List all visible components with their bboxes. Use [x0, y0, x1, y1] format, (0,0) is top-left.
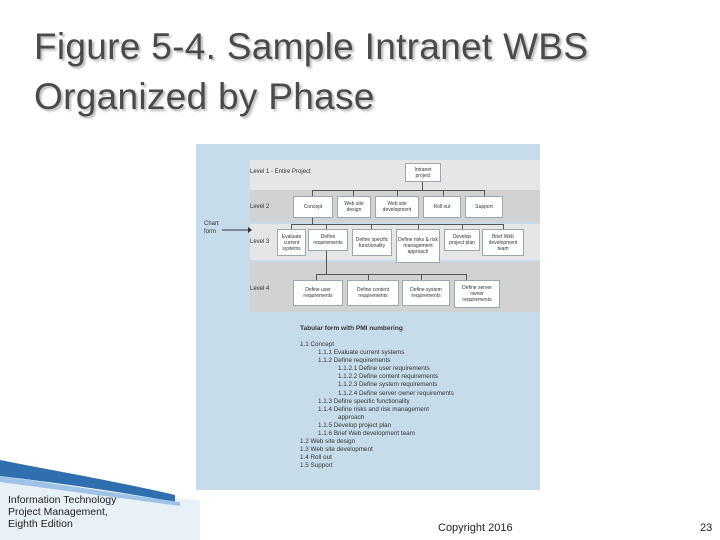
footer-line-1: Information Technology — [8, 494, 117, 506]
level-1-line-1: Intranet — [414, 166, 432, 173]
wbs-box-define-server-owner-requirements: Define server owner requirements — [454, 280, 500, 308]
tab-item: 1.3 Web site development — [300, 446, 373, 454]
footer-wave-graphic — [0, 460, 200, 540]
tab-item: 1.1.5 Develop project plan — [318, 421, 392, 429]
level-3-label: Level 3 — [250, 239, 270, 245]
level-1-band — [250, 160, 540, 190]
wbs-box-web-site-design: Web site design — [337, 196, 371, 218]
wbs-figure: Level 1 - Entire Project Level 2 Level 3… — [196, 144, 540, 490]
tab-item: 1.1.2 Define requirements — [318, 357, 391, 365]
wbs-box-define-system-requirements: Define system requirements — [402, 280, 450, 306]
footer-book-info: Information Technology Project Managemen… — [8, 494, 116, 530]
tab-item: 1.1.2.1 Define user requirements — [338, 365, 430, 373]
chart-arrow-icon — [222, 227, 252, 233]
wbs-box-evaluate-current-systems: Evaluate current systems — [277, 229, 306, 256]
chart-form-label: Chart form — [204, 220, 219, 236]
wbs-box-define-requirements: Define requirements — [308, 229, 348, 251]
tab-item: 1.2 Web site design — [300, 438, 356, 446]
wbs-box-develop-project-plan: Develop project plan — [444, 229, 480, 251]
wbs-box-support: Support — [465, 196, 503, 218]
wbs-box-intranet-project: Intranet project — [405, 163, 441, 182]
tab-item: 1.5 Support — [300, 462, 333, 470]
wbs-box-define-user-requirements: Define user requirements — [293, 280, 343, 306]
wbs-box-roll-out: Roll out — [423, 196, 461, 218]
footer-line-2: Project Management, — [8, 506, 108, 518]
tab-item: 1.1.2.2 Define content requirements — [338, 373, 439, 381]
tab-item: 1.1.1 Evaluate current systems — [318, 349, 405, 357]
level-4-label: Level 4 — [250, 286, 270, 292]
tab-item: 1.1.3 Define specific functionality — [318, 397, 410, 405]
tab-item: 1.1.6 Brief Web development team — [318, 430, 415, 438]
level-1-label: Level 1 - Entire Project — [250, 169, 311, 175]
wbs-box-define-specific-functionality: Define specific functionality — [352, 229, 392, 256]
wbs-box-concept: Concept — [293, 196, 333, 218]
footer-copyright: Copyright 2016 — [438, 522, 513, 534]
slide-title: Figure 5-4. Sample Intranet WBS Organize… — [34, 26, 589, 117]
tab-item: 1.1.2.3 Define system requirements — [338, 381, 438, 389]
tabular-form-list: 1.1 Concept 1.1.1 Evaluate current syste… — [300, 341, 454, 471]
page-number: 23 — [700, 522, 713, 534]
tab-item: 1.1.2.4 Define server owner requirements — [338, 389, 454, 397]
chart-label-line-1: Chart — [204, 221, 219, 227]
chart-label-line-2: form — [204, 229, 216, 235]
tab-item: 1.4 Roll out — [300, 454, 332, 462]
tab-item: 1.1.4 Define risks and risk management — [318, 405, 429, 413]
tab-item: 1.1 Concept — [300, 341, 334, 348]
wbs-box-define-content-requirements: Define content requirements — [347, 280, 399, 306]
wbs-box-web-site-development: Web site development — [375, 196, 419, 218]
tab-item: approach — [338, 413, 365, 421]
footer-line-3: Eighth Edition — [8, 518, 73, 530]
level-1-line-2: project — [415, 172, 431, 179]
wbs-box-define-risks: Define risks & risk management approach — [396, 229, 440, 263]
tabular-form-title: Tabular form with PMI numbering — [300, 325, 403, 332]
level-2-label: Level 2 — [250, 204, 270, 210]
wbs-box-brief-web-development-team: Brief Web development team — [482, 229, 524, 256]
